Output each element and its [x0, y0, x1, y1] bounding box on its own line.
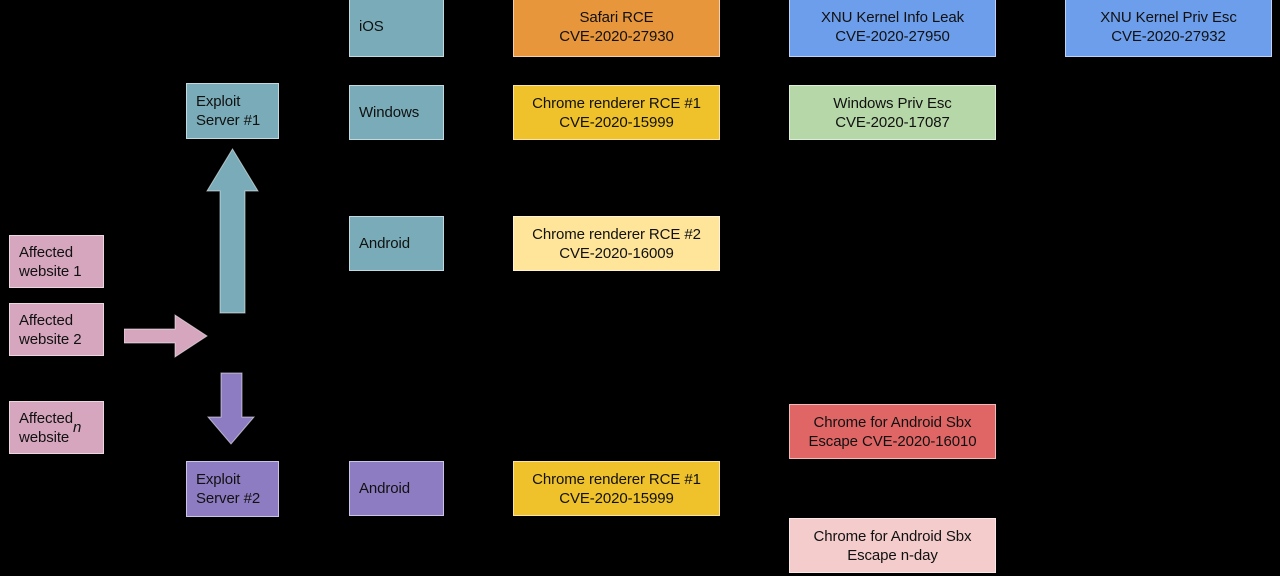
node-platform-windows: Windows — [349, 85, 444, 140]
node-chrome-renderer-rce-1-bottom: Chrome renderer RCE #1 CVE-2020-15999 — [513, 461, 720, 516]
affected-website-n-prefix: Affected website — [19, 409, 73, 446]
node-platform-android-top: Android — [349, 216, 444, 271]
node-exploit-server-2: Exploit Server #2 — [186, 461, 279, 517]
node-chrome-android-sbx-escape: Chrome for Android Sbx Escape CVE-2020-1… — [789, 404, 996, 459]
node-affected-website-1: Affected website 1 — [9, 235, 104, 288]
node-chrome-renderer-rce-2: Chrome renderer RCE #2 CVE-2020-16009 — [513, 216, 720, 271]
node-affected-website-n: Affected website n — [9, 401, 104, 454]
node-exploit-server-1: Exploit Server #1 — [186, 83, 279, 139]
arrow-right-from-affected-websites — [124, 314, 208, 358]
node-xnu-kernel-priv-esc: XNU Kernel Priv Esc CVE-2020-27932 — [1065, 0, 1272, 57]
arrow-down-to-exploit-server-2 — [206, 372, 256, 446]
arrow-up-to-exploit-server-1 — [206, 148, 260, 314]
node-chrome-renderer-rce-1-top: Chrome renderer RCE #1 CVE-2020-15999 — [513, 85, 720, 140]
node-affected-website-2: Affected website 2 — [9, 303, 104, 356]
node-platform-android-bottom: Android — [349, 461, 444, 516]
node-windows-priv-esc: Windows Priv Esc CVE-2020-17087 — [789, 85, 996, 140]
node-platform-ios: iOS — [349, 0, 444, 57]
node-xnu-kernel-info-leak: XNU Kernel Info Leak CVE-2020-27950 — [789, 0, 996, 57]
node-chrome-android-sbx-escape-nday: Chrome for Android Sbx Escape n-day — [789, 518, 996, 573]
node-safari-rce: Safari RCE CVE-2020-27930 — [513, 0, 720, 57]
affected-website-n-suffix: n — [72, 419, 82, 436]
